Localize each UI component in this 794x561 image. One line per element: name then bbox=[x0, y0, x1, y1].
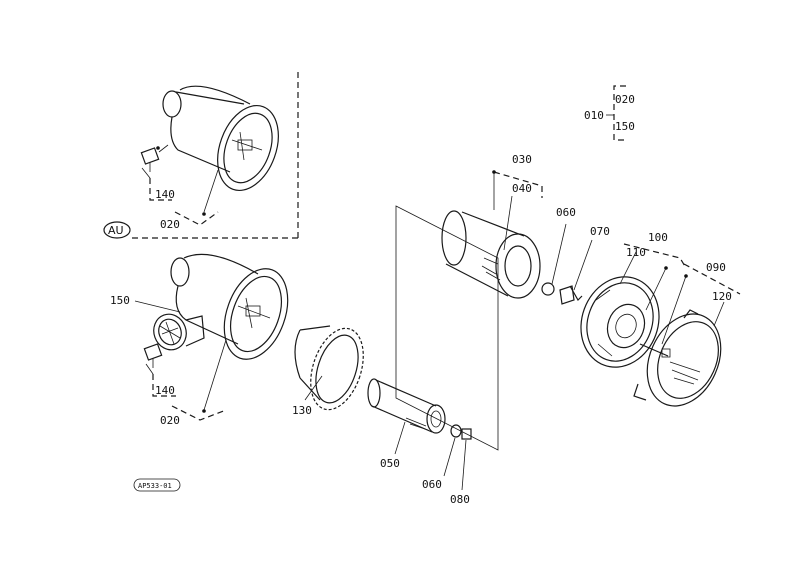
end-cap bbox=[633, 309, 722, 407]
au-valve-part bbox=[140, 147, 160, 179]
callout-090: 090 bbox=[706, 261, 726, 274]
drawing-code: AP533-01 bbox=[138, 482, 172, 490]
callout-120: 120 bbox=[712, 290, 732, 303]
au-badge-outline bbox=[103, 221, 131, 239]
primary-element bbox=[441, 210, 541, 299]
au-air-cleaner-housing bbox=[162, 85, 279, 192]
callout-060-top: 060 bbox=[556, 206, 576, 219]
group-reference: 010 020 150 bbox=[584, 85, 635, 141]
cover-body bbox=[580, 276, 660, 368]
callout-050: 050 bbox=[380, 457, 400, 470]
au-variant-group: 140 020 AU bbox=[103, 72, 299, 239]
callout-030: 030 bbox=[512, 153, 532, 166]
wing-nut bbox=[559, 285, 583, 305]
callout-080: 080 bbox=[450, 493, 470, 506]
valve-part bbox=[143, 343, 163, 375]
callout-110: 110 bbox=[626, 246, 646, 259]
callout-060-bottom: 060 bbox=[422, 478, 442, 491]
callout-130: 130 bbox=[292, 404, 312, 417]
callout-040: 040 bbox=[512, 182, 532, 195]
callout-070: 070 bbox=[590, 225, 610, 238]
inlet-elbow-part bbox=[153, 313, 205, 351]
group-ref-child-1: 020 bbox=[615, 93, 635, 106]
drawing-code-stamp-outline bbox=[133, 478, 181, 492]
pre-cleaner-ring bbox=[294, 325, 364, 411]
safety-element bbox=[367, 378, 446, 434]
washer-top bbox=[541, 282, 555, 296]
group-ref-child-2: 150 bbox=[615, 120, 635, 133]
au-badge: AU bbox=[108, 224, 124, 237]
callout-140-au: 140 bbox=[155, 188, 175, 201]
callout-150: 150 bbox=[110, 294, 130, 307]
callout-020-au: 020 bbox=[160, 218, 180, 231]
group-ref-parent: 010 bbox=[584, 109, 604, 122]
callout-100: 100 bbox=[648, 231, 668, 244]
air-cleaner-housing bbox=[170, 253, 289, 360]
element-frame bbox=[395, 205, 499, 451]
washer-and-nut-bottom bbox=[450, 424, 472, 440]
callout-140: 140 bbox=[155, 384, 175, 397]
callout-020: 020 bbox=[160, 414, 180, 427]
stud-bolt bbox=[639, 343, 671, 358]
